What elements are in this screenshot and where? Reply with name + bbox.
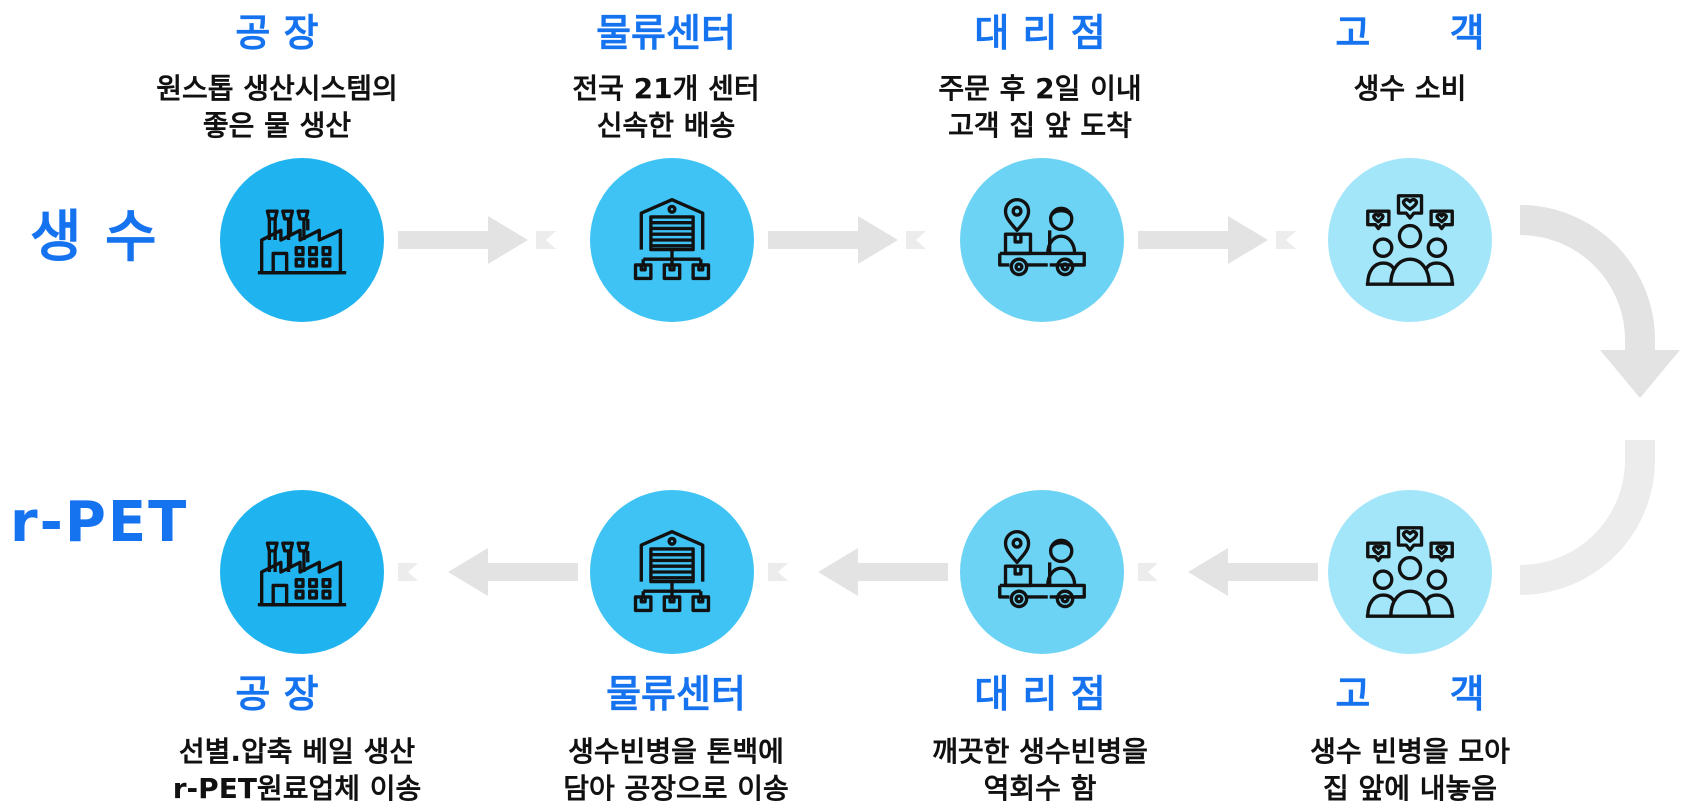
top-stage-3-title: 대 리 점 <box>974 11 1106 55</box>
top-stage-2-circle <box>590 158 754 322</box>
factory-icon <box>257 209 347 275</box>
top-stage-2-desc-line-2: 신속한 배송 <box>596 109 736 142</box>
row-label-rpet: r-PET <box>10 490 189 555</box>
bottom-stage-3-circle <box>960 490 1124 654</box>
bottom-stage-1-desc-line-1: 선별.압축 베일 생산 <box>178 735 416 768</box>
warehouse-icon <box>633 530 711 613</box>
row-label-water: 생 수 <box>30 205 159 270</box>
factory-icon <box>257 541 347 607</box>
flow-arrow-right-3 <box>1138 216 1296 264</box>
delivery-truck-icon <box>998 530 1086 609</box>
customers-icon <box>1365 526 1455 618</box>
top-stage-2-title: 물류센터 <box>596 11 736 55</box>
flow-arrow-right-2 <box>768 216 926 264</box>
bottom-stage-3-title: 대 리 점 <box>974 672 1106 716</box>
bottom-stage-2-circle <box>590 490 754 654</box>
top-stage-4-desc: 생수 소비 <box>1240 70 1580 107</box>
bottom-stage-4-circle <box>1328 490 1492 654</box>
top-stage-2-desc: 전국 21개 센터 신속한 배송 <box>496 70 836 144</box>
warehouse-icon <box>633 198 711 281</box>
top-stage-4-circle <box>1328 158 1492 322</box>
flow-arrow-left-3 <box>1138 548 1318 596</box>
top-stage-1-desc-line-2: 좋은 물 생산 <box>202 109 352 142</box>
top-stage-3-desc-line-1: 주문 후 2일 이내 <box>938 72 1142 105</box>
delivery-truck-icon <box>998 198 1086 277</box>
bottom-stage-2-desc-line-1: 생수빈병을 톤백에 <box>568 735 784 768</box>
top-stage-1-title: 공 장 <box>235 11 319 55</box>
top-stage-1-circle <box>220 158 384 322</box>
bottom-stage-2-desc-line-2: 담아 공장으로 이송 <box>563 772 789 805</box>
top-stage-2-desc-line-1: 전국 21개 센터 <box>572 72 760 105</box>
bottom-stage-4-desc-line-1: 생수 빈병을 모아 <box>1310 735 1510 768</box>
top-stage-4-title: 고 객 <box>1335 11 1485 55</box>
bottom-stage-1-circle <box>220 490 384 654</box>
top-stage-1-desc: 원스톱 생산시스템의 좋은 물 생산 <box>107 70 447 144</box>
flow-arrow-left-2 <box>768 548 948 596</box>
top-stage-1-desc-line-1: 원스톱 생산시스템의 <box>156 72 398 105</box>
bottom-stage-3-desc-line-2: 역회수 함 <box>983 772 1097 805</box>
flow-arrow-right-1 <box>398 216 556 264</box>
customers-icon <box>1365 194 1455 286</box>
flow-arrow-left-1 <box>398 548 578 596</box>
top-stage-4-desc-line-1: 생수 소비 <box>1353 72 1467 105</box>
bottom-stage-1-title: 공 장 <box>235 672 319 716</box>
flow-arrow-curve <box>1519 205 1680 595</box>
bottom-stage-1-desc-line-2: r-PET원료업체 이송 <box>172 772 422 805</box>
bottom-stage-3-desc: 깨끗한 생수빈병을 역회수 함 <box>870 733 1210 807</box>
top-stage-3-circle <box>960 158 1124 322</box>
bottom-stage-2-desc: 생수빈병을 톤백에 담아 공장으로 이송 <box>506 733 846 807</box>
bottom-stage-4-desc-line-2: 집 앞에 내놓음 <box>1322 772 1498 805</box>
bottom-stage-4-desc: 생수 빈병을 모아 집 앞에 내놓음 <box>1240 733 1580 807</box>
top-stage-3-desc-line-2: 고객 집 앞 도착 <box>948 109 1132 142</box>
top-stage-3-desc: 주문 후 2일 이내 고객 집 앞 도착 <box>870 70 1210 144</box>
bottom-stage-4-title: 고 객 <box>1335 672 1485 716</box>
bottom-stage-2-title: 물류센터 <box>606 672 746 716</box>
bottom-stage-3-desc-line-1: 깨끗한 생수빈병을 <box>932 735 1148 768</box>
bottom-stage-1-desc: 선별.압축 베일 생산 r-PET원료업체 이송 <box>127 733 467 807</box>
